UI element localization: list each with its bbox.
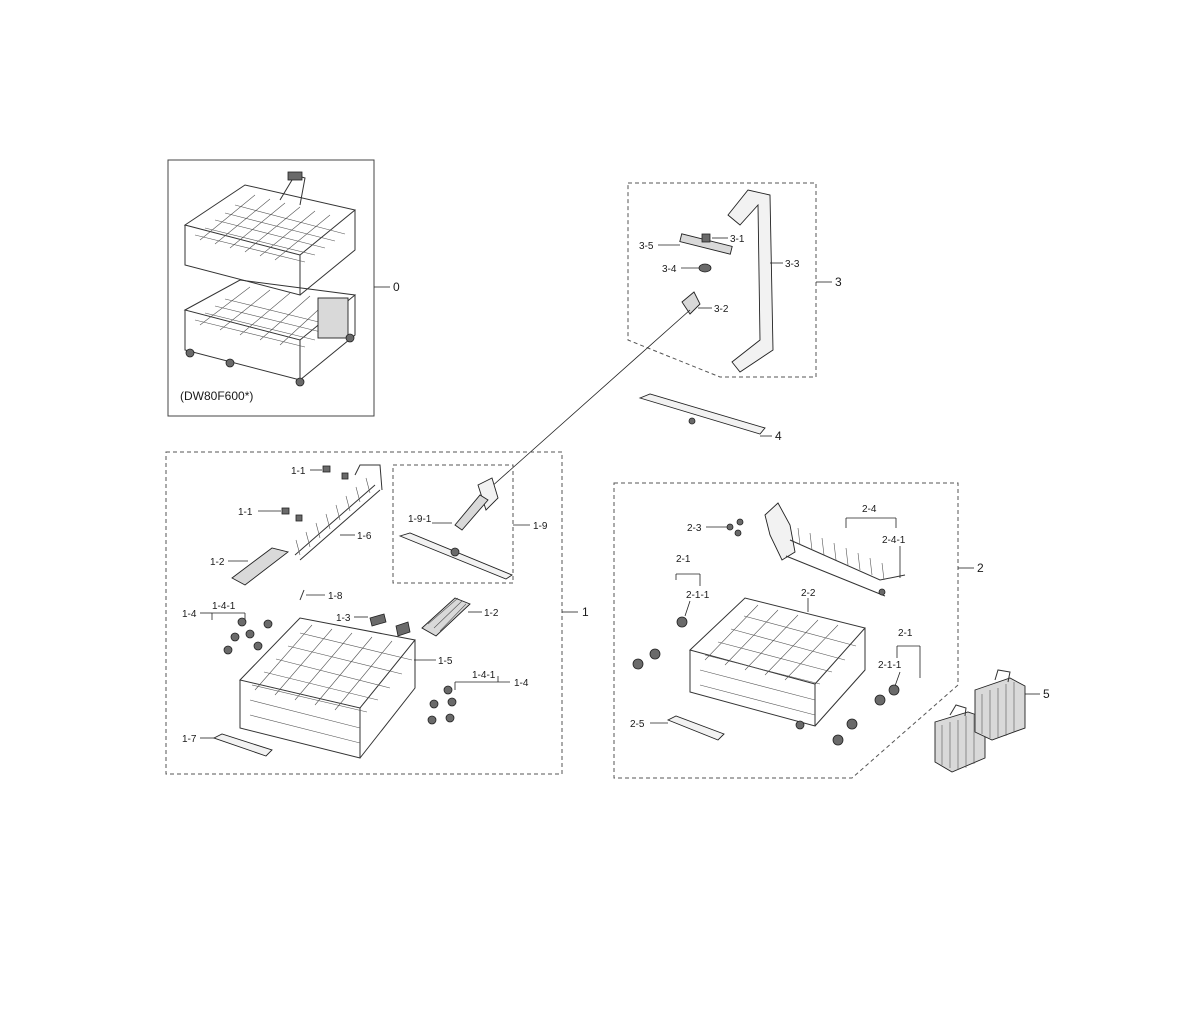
rollers-2-1-left: [632, 616, 688, 670]
cup-shelf-1-2-right: [421, 597, 471, 637]
label-1-2-right: 1-2: [484, 608, 499, 619]
label-2-1-left: 2-1: [676, 554, 691, 565]
rollers-1-4-right: [427, 685, 457, 725]
label-1-4-left: 1-4: [182, 609, 197, 620]
spray-arm-assembly-1-9: [398, 477, 513, 580]
connector-line: [489, 309, 691, 489]
label-3-4: 3-4: [662, 264, 677, 275]
label-1-4-1-right: 1-4-1: [472, 670, 496, 681]
tine-rack-1-6: [294, 464, 383, 561]
label-1-4-1-left: 1-4-1: [212, 601, 236, 612]
handle-2-5: [666, 715, 725, 741]
group-1-frame: [165, 451, 563, 775]
pin-1-8: [299, 589, 305, 601]
label-1-1-mid: 1-1: [238, 507, 253, 518]
label-2-1-1-left: 2-1-1: [686, 590, 710, 601]
clips-2-3: [726, 518, 744, 537]
label-1: 1: [582, 605, 589, 619]
handle-1-7: [212, 733, 273, 757]
complete-rack-illustration: [183, 171, 357, 387]
label-1-3: 1-3: [336, 613, 351, 624]
model-number: (DW80F600*): [180, 389, 253, 403]
label-1-5: 1-5: [438, 656, 453, 667]
label-1-8: 1-8: [328, 591, 343, 602]
label-2-1-1-right: 2-1-1: [878, 660, 902, 671]
label-1-6: 1-6: [357, 531, 372, 542]
label-3: 3: [835, 275, 842, 289]
label-0: 0: [393, 280, 400, 294]
label-2-4: 2-4: [862, 504, 877, 515]
label-2-3: 2-3: [687, 523, 702, 534]
holder-3-2: [681, 291, 701, 315]
label-1-1-top: 1-1: [291, 466, 306, 477]
rollers-1-4-left: [223, 617, 273, 655]
clip-1-1-mid: [281, 507, 290, 515]
nut-3-4: [698, 263, 712, 273]
label-1-4-right: 1-4: [514, 678, 529, 689]
label-3-5: 3-5: [639, 241, 654, 252]
group-3-frame: [627, 182, 817, 378]
nozzle-3-1: [701, 233, 711, 243]
label-2-2: 2-2: [801, 588, 816, 599]
cup-shelf-1-2-left: [231, 547, 290, 586]
label-2-4-1: 2-4-1: [882, 535, 906, 546]
group-2-lower-rack: 2-4 2-4-1 2-3 2-1 2-1-1: [613, 482, 984, 779]
stopper-1-3: [369, 613, 387, 627]
label-5: 5: [1043, 687, 1050, 701]
label-2: 2: [977, 561, 984, 575]
lower-rack-2-2: [689, 597, 866, 730]
group-1-upper-rack: 1-9-1 1-9 1-6 1-1 1-1 1-2 1-8 1-3: [165, 451, 589, 775]
group-1-9-frame: [392, 464, 514, 584]
group-2-frame: [613, 482, 959, 779]
label-3-3: 3-3: [785, 259, 800, 270]
upper-rack-1-5: [239, 617, 416, 759]
label-1-2-left: 1-2: [210, 557, 225, 568]
part-4-spray-arm: 4: [638, 393, 782, 443]
label-1-9-1: 1-9-1: [408, 514, 432, 525]
label-2-1-right: 2-1: [898, 628, 913, 639]
group-0-frame: [167, 159, 375, 417]
rollers-2-1-right: [832, 684, 900, 746]
group-3-upper-spray: 3-1 3-5 3-4 3-3 3-2 3: [627, 182, 842, 378]
label-3-2: 3-2: [714, 304, 729, 315]
clip-1-1-top: [322, 465, 331, 473]
tine-rack-2-4: [764, 502, 906, 597]
label-3-1: 3-1: [730, 234, 745, 245]
label-1-9: 1-9: [533, 521, 548, 532]
label-4: 4: [775, 429, 782, 443]
part-5-cutlery-basket: 5: [934, 669, 1050, 773]
label-1-7: 1-7: [182, 734, 197, 745]
water-pipe-3-3: [727, 189, 774, 373]
group-0-assembly: 0 (DW80F600*): [167, 159, 400, 417]
label-2-5: 2-5: [630, 719, 645, 730]
